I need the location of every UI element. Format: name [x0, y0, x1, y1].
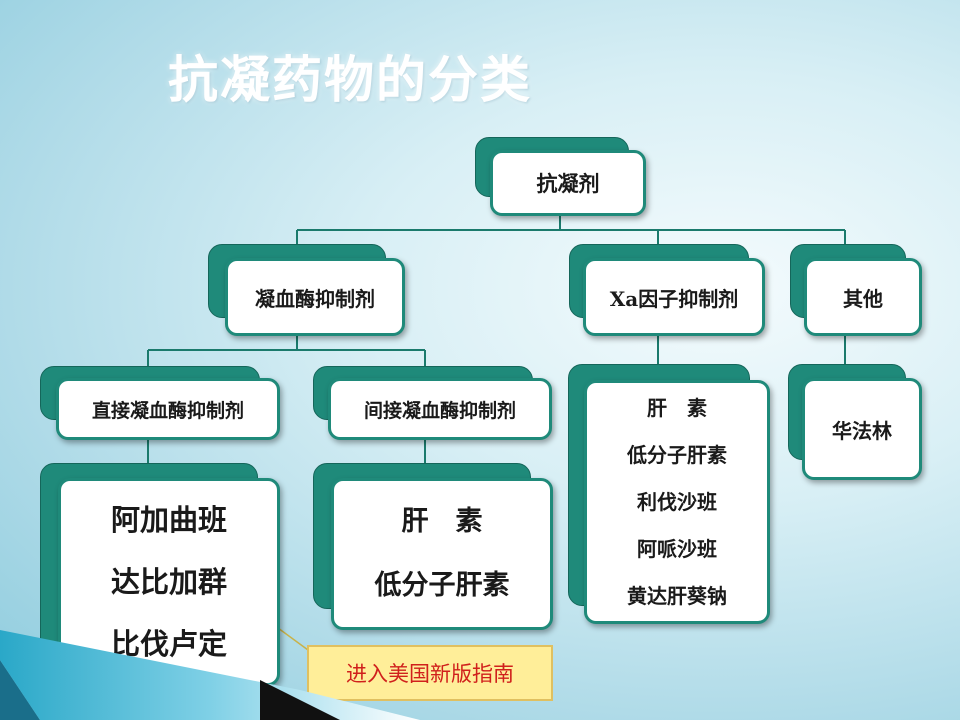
indirect-thrombin-node: 间接凝血酶抑制剂	[328, 378, 552, 440]
indirect-thrombin-label: 间接凝血酶抑制剂	[363, 399, 516, 422]
list-item: 比伐卢定	[110, 627, 227, 661]
direct-thrombin-node: 直接凝血酶抑制剂	[56, 378, 280, 440]
thrombin-inhibitor-label: 凝血酶抑制剂	[255, 286, 375, 311]
guideline-callout-text: 进入美国新版指南	[346, 662, 514, 686]
root-node: 抗凝剂	[490, 150, 646, 216]
list-item: 阿加曲班	[110, 503, 227, 537]
thrombin-inhibitor-node: 凝血酶抑制剂	[225, 258, 405, 336]
list-item: 肝 素	[401, 506, 483, 537]
list-item: 低分子肝素	[627, 442, 727, 467]
root-node-label: 抗凝剂	[536, 171, 600, 196]
xa-inhibitor-label: Xa因子抑制剂	[609, 286, 739, 311]
decorative-ribbon	[0, 630, 420, 720]
list-item: 达比加群	[110, 565, 227, 599]
other-drug-list: 华法林	[802, 378, 922, 480]
list-item: 阿哌沙班	[637, 536, 717, 561]
other-node: 其他	[804, 258, 922, 336]
direct-thrombin-label: 直接凝血酶抑制剂	[91, 399, 244, 422]
other-node-label: 其他	[843, 286, 883, 311]
xa-drug-list: 肝 素 低分子肝素 利伐沙班 阿哌沙班 黄达肝葵钠	[584, 380, 770, 624]
list-item: 利伐沙班	[637, 489, 717, 514]
xa-inhibitor-node: Xa因子抑制剂	[583, 258, 765, 336]
page-title: 抗凝药物的分类	[168, 50, 532, 109]
indirect-drug-list: 肝 素 低分子肝素	[331, 478, 553, 630]
list-item: 低分子肝素	[374, 570, 510, 601]
list-item: 华法林	[832, 418, 892, 443]
guideline-callout: 进入美国新版指南	[307, 645, 553, 701]
list-item: 黄达肝葵钠	[627, 583, 727, 608]
list-item: 肝 素	[647, 395, 707, 420]
